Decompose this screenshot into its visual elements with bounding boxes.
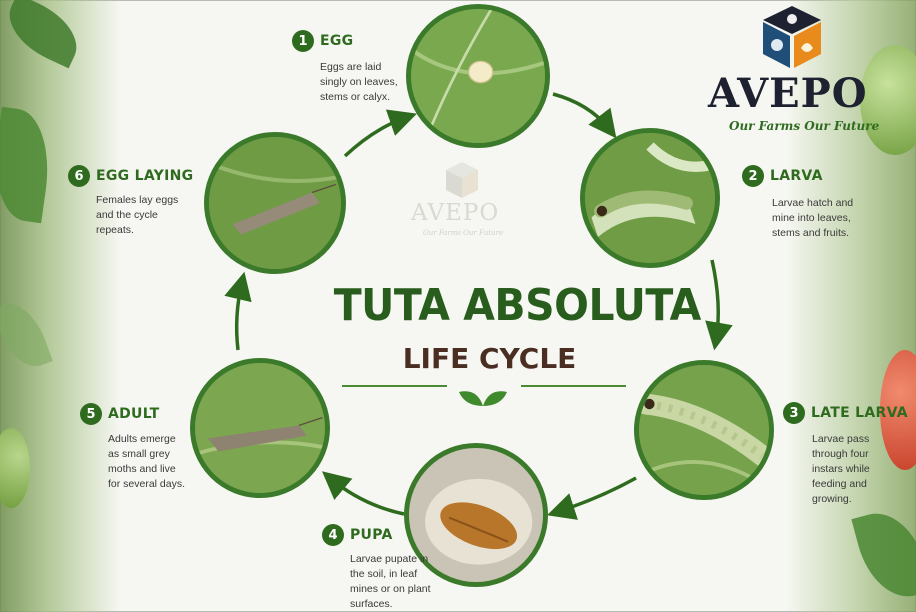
green-tomato-decoration xyxy=(0,428,30,508)
description-line: mine into leaves, xyxy=(772,212,851,224)
step-title: EGG xyxy=(320,33,354,49)
divider-right xyxy=(521,385,626,387)
step-3-description: Larvae pass through four instars while f… xyxy=(812,432,870,507)
step-title: PUPA xyxy=(350,527,393,543)
description-line: singly on leaves, xyxy=(320,76,398,88)
watermark-tagline: Our Farms Our Future xyxy=(423,229,504,237)
egg-laying-stage-image xyxy=(204,132,346,274)
description-line: through four xyxy=(812,448,869,460)
main-title: TUTA ABSOLUTA xyxy=(333,280,702,331)
step-number-badge: 2 xyxy=(742,165,764,187)
step-number-badge: 4 xyxy=(322,524,344,546)
brand-tagline: Our Farms Our Future xyxy=(729,119,880,133)
description-line: surfaces. xyxy=(350,598,393,610)
description-line: mines or on plant xyxy=(350,583,431,595)
divider-left xyxy=(342,385,447,387)
avepo-cube-logo-icon xyxy=(763,6,821,68)
larva-stage-image xyxy=(580,128,720,268)
description-line: Adults emerge xyxy=(108,433,176,445)
step-2-description: Larvae hatch and mine into leaves, stems… xyxy=(772,196,853,241)
step-title: ADULT xyxy=(108,406,160,422)
leaf-sprout-icon xyxy=(459,391,507,406)
watermark-logo-icon xyxy=(446,162,478,198)
description-line: Larvae hatch and xyxy=(772,197,854,209)
step-number-badge: 6 xyxy=(68,165,90,187)
description-line: Larvae pupate in xyxy=(350,553,429,565)
step-1-heading: 1 EGG xyxy=(292,30,353,52)
step-title: LARVA xyxy=(770,168,823,184)
step-4-heading: 4 PUPA xyxy=(322,524,393,546)
left-foliage-background xyxy=(0,0,120,612)
step-title: EGG LAYING xyxy=(96,168,194,184)
step-6-heading: 6 EGG LAYING xyxy=(68,165,193,187)
description-line: moths and live xyxy=(108,463,176,475)
pupa-stage-image xyxy=(404,443,548,587)
step-5-heading: 5 ADULT xyxy=(80,403,159,425)
egg-stage-image xyxy=(406,4,550,148)
description-line: feeding and xyxy=(812,478,867,490)
brand-name: AVEPO xyxy=(708,70,868,117)
description-line: repeats. xyxy=(96,224,134,236)
description-line: Females lay eggs xyxy=(96,194,179,206)
description-line: the soil, in leaf xyxy=(350,568,418,580)
description-line: stems or calyx. xyxy=(320,91,391,103)
late-larva-stage-image xyxy=(634,360,774,500)
description-line: Larvae pass xyxy=(812,433,870,445)
green-tomato-decoration xyxy=(860,45,916,155)
step-2-heading: 2 LARVA xyxy=(742,165,823,187)
step-1-description: Eggs are laid singly on leaves, stems or… xyxy=(320,60,398,105)
step-3-heading: 3 LATE LARVA xyxy=(783,402,908,424)
step-number-badge: 1 xyxy=(292,30,314,52)
description-line: instars while xyxy=(812,463,870,475)
step-number-badge: 3 xyxy=(783,402,805,424)
step-5-description: Adults emerge as small grey moths and li… xyxy=(108,432,185,492)
red-tomato-decoration xyxy=(880,350,916,470)
step-4-description: Larvae pupate in the soil, in leaf mines… xyxy=(350,552,431,612)
description-line: for several days. xyxy=(108,478,186,490)
description-line: as small grey xyxy=(108,448,170,460)
description-line: growing. xyxy=(812,493,852,505)
description-line: and the cycle xyxy=(96,209,158,221)
step-6-description: Females lay eggs and the cycle repeats. xyxy=(96,193,178,238)
subtitle: LIFE CYCLE xyxy=(402,342,577,375)
adult-stage-image xyxy=(190,358,330,498)
description-line: stems and fruits. xyxy=(772,227,850,239)
step-number-badge: 5 xyxy=(80,403,102,425)
watermark-brand-name: AVEPO xyxy=(411,200,500,226)
step-title: LATE LARVA xyxy=(811,405,908,421)
description-line: Eggs are laid xyxy=(320,61,382,73)
